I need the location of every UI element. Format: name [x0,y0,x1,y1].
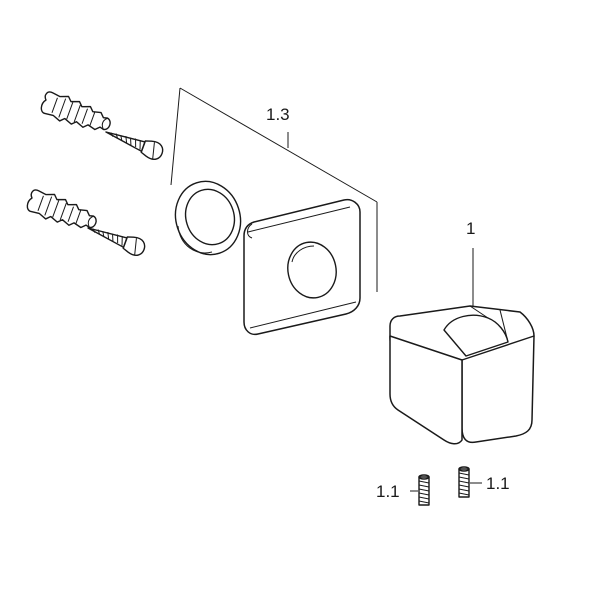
set-screw-left [418,474,430,506]
callout-bracket-rosette-set [170,87,378,292]
wood-screw-upper [101,123,166,163]
callout-label-holder: 1 [466,219,475,238]
wall-plug-upper [38,88,115,139]
set-screw-right [458,466,470,498]
callout-label-set-screw-right: 1.1 [486,474,510,493]
callout-label-set-screw-left: 1.1 [376,482,400,501]
seal-ring [174,180,242,256]
square-rosette [243,198,361,336]
callout-label-rosette-set: 1.3 [266,105,290,124]
wall-holder-block [389,305,535,445]
